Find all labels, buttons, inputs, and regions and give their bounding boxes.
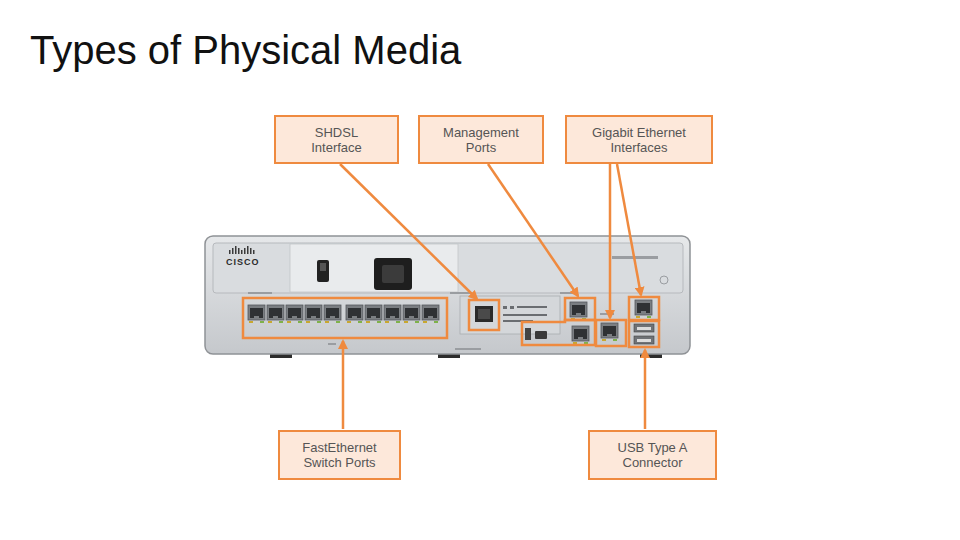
callout-text-group: SHDSL Interface	[300, 125, 374, 155]
callout-text-group: Management Ports	[435, 125, 527, 155]
slide-title: Types of Physical Media	[30, 28, 461, 73]
brand-logo-text: CISCO	[226, 257, 260, 267]
callout-box: FastEthernet Switch Ports	[278, 430, 401, 480]
callout-text-group: FastEthernet Switch Ports	[294, 440, 386, 470]
callout-box: USB Type A Connector	[588, 430, 717, 480]
callout-label: SHDSL Interface	[300, 125, 374, 155]
callout-label: FastEthernet Switch Ports	[294, 440, 386, 470]
callout-box: SHDSL Interface	[274, 115, 399, 164]
callout-label: USB Type A Connector	[607, 440, 699, 470]
callout-label: Gigabit Ethernet Interfaces	[578, 125, 700, 155]
callout-box: Gigabit Ethernet Interfaces	[565, 115, 713, 164]
callout-label: Management Ports	[435, 125, 527, 155]
callout-box: Management Ports	[418, 115, 544, 164]
callout-text-group: USB Type A Connector	[607, 440, 699, 470]
callout-text-group: Gigabit Ethernet Interfaces	[578, 125, 700, 155]
